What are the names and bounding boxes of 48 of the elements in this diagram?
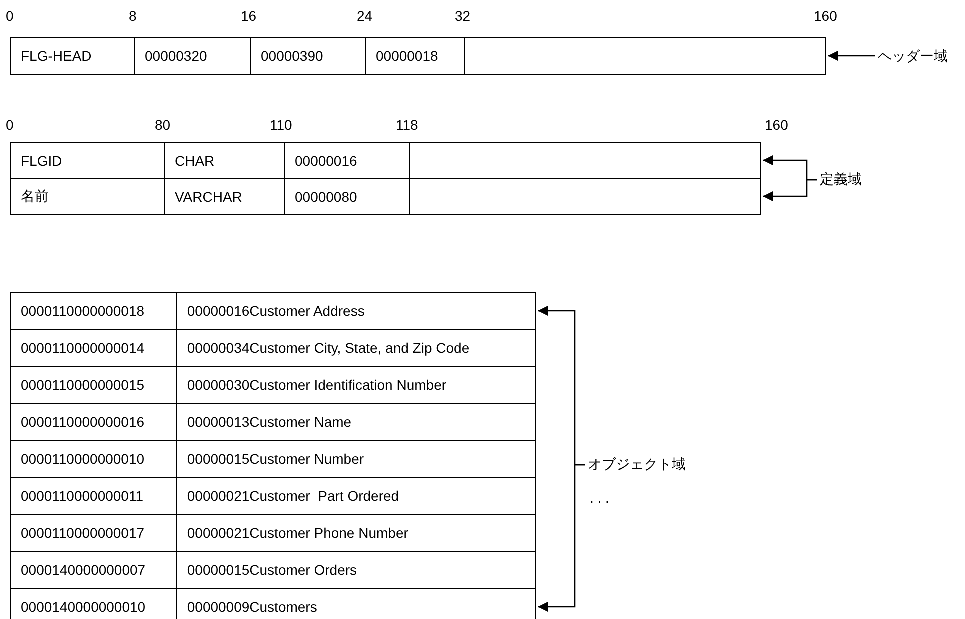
definition-field: 00000080 [284, 179, 409, 214]
header-field: FLG-HEAD [11, 38, 134, 74]
region-label: ヘッダー域 [878, 48, 948, 66]
record-row [10, 514, 536, 552]
scale-number: 80 [155, 117, 171, 133]
record-row [10, 366, 536, 404]
header-field: 00000390 [250, 38, 365, 74]
scale-number: 0 [6, 117, 14, 133]
object-id: 0000110000000016 [20, 413, 146, 432]
object-id: 0000110000000014 [20, 339, 146, 358]
record-row [10, 142, 761, 179]
scale-number: 8 [129, 8, 137, 24]
scale-number: 16 [241, 8, 257, 24]
object-id: 0000110000000010 [20, 450, 146, 469]
object-id: 0000110000000011 [20, 487, 144, 506]
scale-number: 160 [814, 8, 838, 24]
region-label: オブジェクト域 [588, 456, 686, 474]
definition-field: VARCHAR [164, 179, 284, 214]
object-id: 0000140000000007 [20, 561, 147, 580]
definition-field: 名前 [11, 179, 164, 214]
record-row [10, 477, 536, 515]
scale-number: 118 [396, 117, 418, 133]
object-id: 0000110000000018 [20, 302, 146, 321]
record-row [10, 403, 536, 441]
record-row [10, 178, 761, 215]
definition-field: FLGID [11, 143, 164, 178]
scale-number: 110 [270, 117, 292, 133]
ellipsis-text: . . . [590, 490, 610, 506]
record-row [10, 37, 826, 75]
object-id: 0000110000000017 [20, 524, 146, 543]
record-row [10, 329, 536, 367]
header-field: 00000018 [365, 38, 464, 74]
scale-number: 24 [357, 8, 373, 24]
scale-number: 32 [455, 8, 471, 24]
object-id: 0000110000000015 [20, 376, 146, 395]
object-id: 0000140000000010 [20, 598, 147, 617]
scale-number: 0 [6, 8, 14, 24]
object-entry: 00000009Customers [176, 589, 535, 619]
region-label: 定義域 [820, 171, 862, 189]
record-row [10, 588, 536, 619]
arrow [538, 464, 585, 612]
header-field: 00000320 [134, 38, 250, 74]
scale-number: 160 [765, 117, 788, 133]
record-row [10, 440, 536, 478]
record-row [10, 551, 536, 589]
arrow [828, 51, 875, 61]
arrow [763, 179, 817, 202]
record-row [10, 292, 536, 330]
